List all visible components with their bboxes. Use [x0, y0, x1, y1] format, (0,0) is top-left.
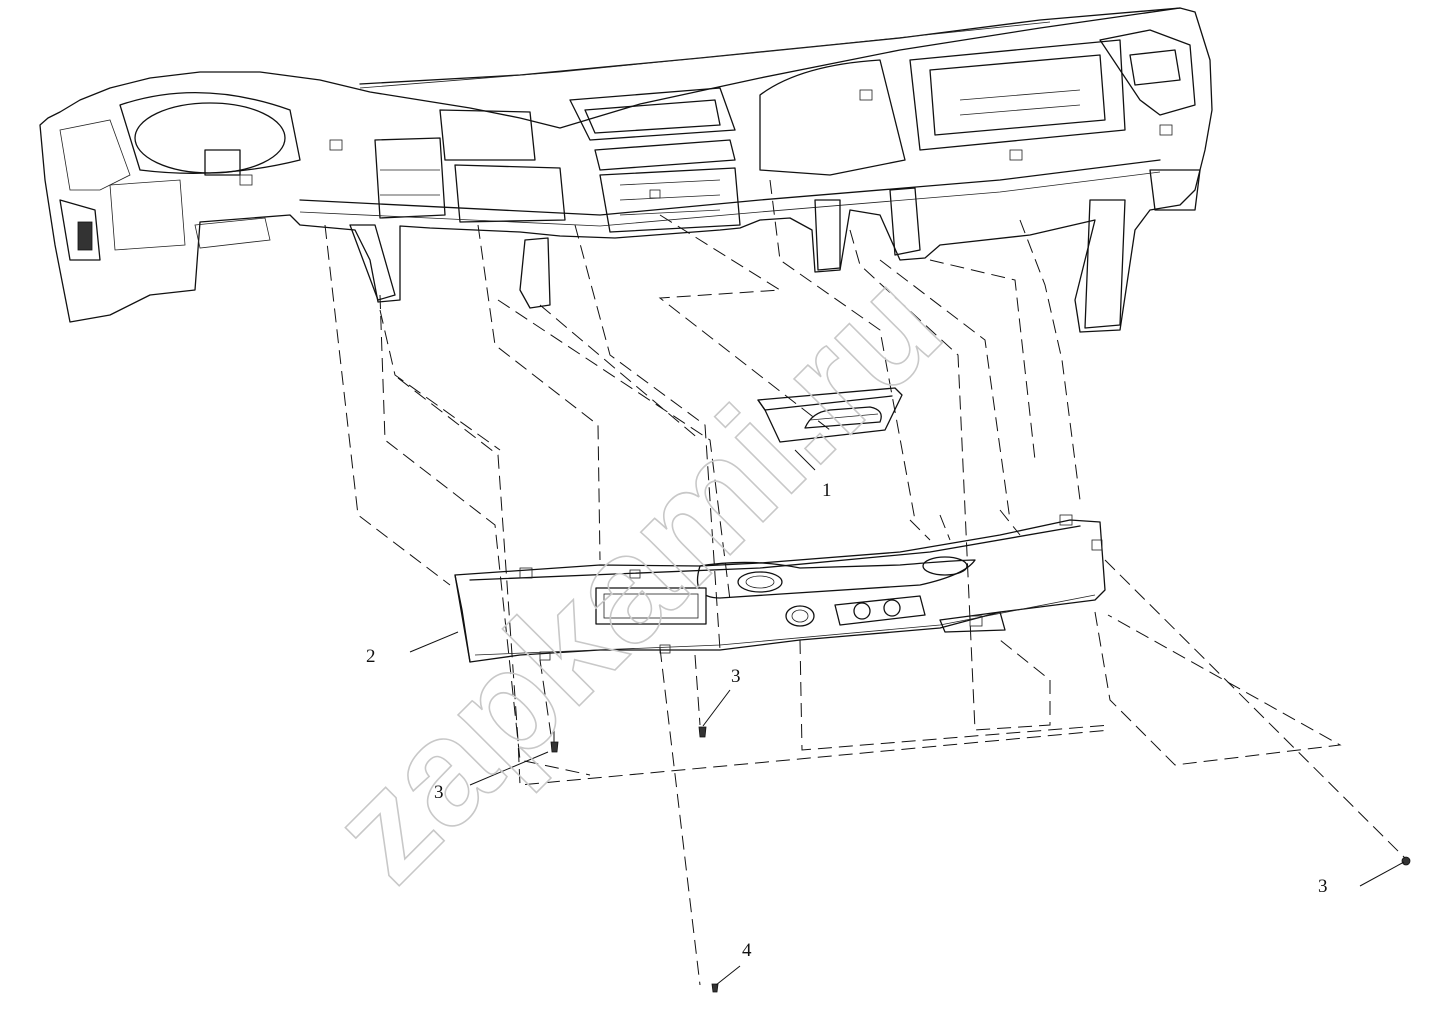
callout-3c: 3: [1318, 876, 1328, 897]
screw-3a: [550, 730, 559, 753]
callout-3a: 3: [434, 782, 444, 803]
callout-4: 4: [742, 940, 752, 961]
screw-4: [711, 983, 719, 993]
part-2-lower-trim-panel: [454, 514, 1106, 663]
screw-3c: [1401, 856, 1411, 866]
screw-3b: [698, 726, 707, 738]
callout-leader-lines: [409, 449, 1405, 986]
fastener-screws: [550, 726, 1411, 993]
callout-2: 2: [366, 646, 376, 667]
assembly-dashed-lines: [324, 179, 1406, 986]
callout-1: 1: [822, 480, 832, 501]
callout-labels: 1 2 3 3 3 4: [366, 480, 1328, 961]
instrument-panel: [39, 7, 1213, 333]
callout-3b: 3: [731, 666, 741, 687]
